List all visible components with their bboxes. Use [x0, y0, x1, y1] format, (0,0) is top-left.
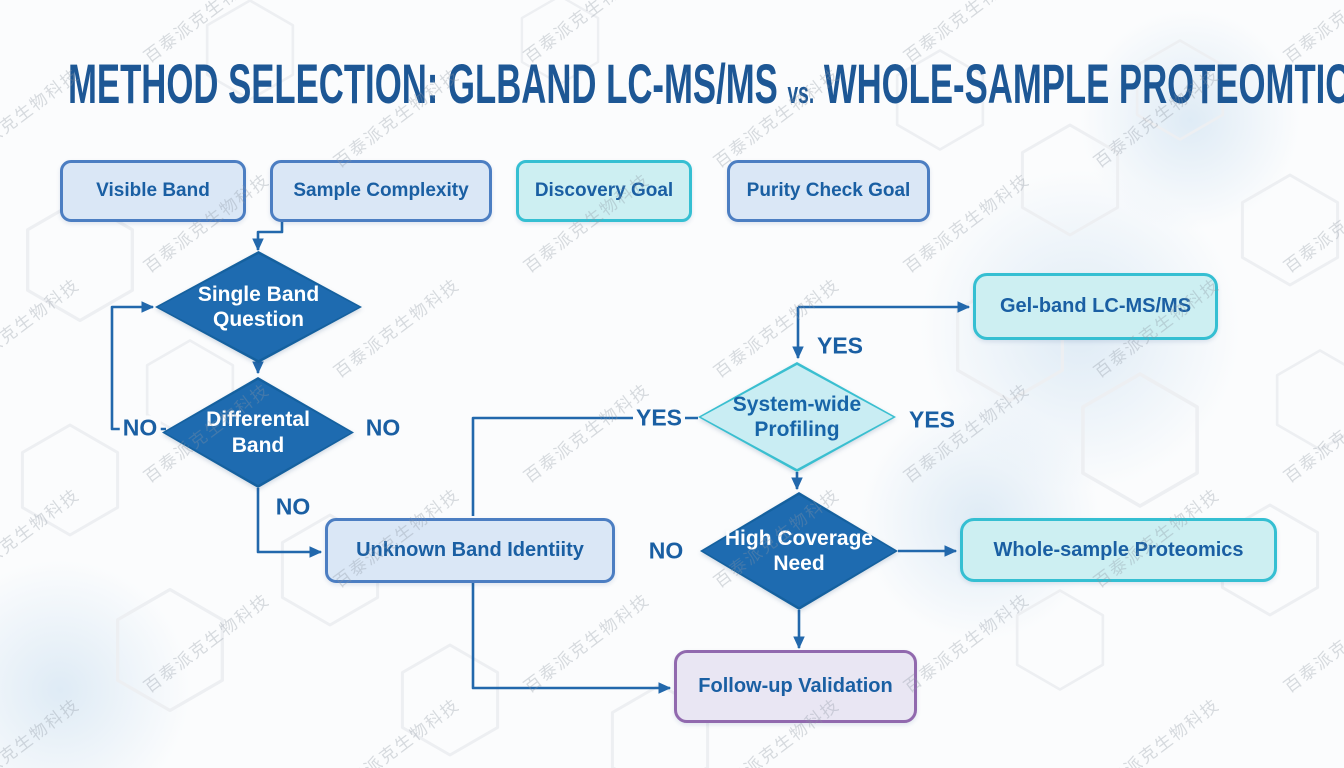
node-gel-band-label: Gel-band LC-MS/MS — [999, 295, 1192, 317]
page-title: METHOD SELECTION: GLBAND LC-MS/MS vs. WH… — [68, 56, 1344, 121]
edge-label-no-right-of-differential: NO — [365, 414, 401, 441]
node-followup-label: Follow-up Validation — [698, 675, 893, 697]
node-whole-sample-proteomics: Whole-sample Proteomics — [960, 518, 1277, 582]
node-discovery-goal: Discovery Goal — [516, 160, 692, 222]
label-line1: Differental — [206, 408, 310, 432]
title-vs: vs. — [787, 75, 815, 110]
node-purity-check-goal: Purity Check Goal — [727, 160, 930, 222]
node-unknown-band-label: Unknown Band Identiity — [356, 539, 584, 561]
label-line1: High Coverage — [724, 526, 874, 550]
edge-label-no-below-differential: NO — [275, 493, 311, 520]
watermark-text: 百泰派克生物科技 — [520, 380, 654, 488]
diamond-single-band-label: Single Band Question — [155, 251, 362, 363]
node-followup-validation: Follow-up Validation — [674, 650, 917, 723]
edge-label-no-left-of-high-coverage: NO — [648, 537, 684, 564]
node-purity-check-goal-label: Purity Check Goal — [746, 180, 911, 201]
edge-unknown-to-followup — [471, 583, 672, 694]
watermark-text: 百泰派克生物科技 — [520, 590, 654, 698]
watermark-text: 百泰派克生物科技 — [0, 695, 84, 768]
label-line2: Need — [773, 552, 825, 575]
watermark-text: 百泰派克生物科技 — [140, 590, 274, 698]
node-whole-sample-label: Whole-sample Proteomics — [993, 538, 1244, 561]
watermark-text: 百泰派克生物科技 — [900, 590, 1034, 698]
node-discovery-goal-label: Discovery Goal — [534, 180, 674, 201]
label-line1: System-wide — [732, 392, 862, 416]
title-part1: METHOD SELECTION: GLBAND LC-MS/MS — [68, 52, 778, 115]
label-line2: Band — [231, 433, 285, 457]
node-sample-complexity: Sample Complexity — [270, 160, 492, 222]
node-visible-band-label: Visible Band — [96, 180, 210, 201]
node-gel-band-lcmsms: Gel-band LC-MS/MS — [973, 273, 1218, 340]
watermark-text: 百泰派克生物科技 — [1280, 590, 1344, 698]
diamond-high-coverage-need: High Coverage Need — [700, 492, 898, 610]
diamond-high-coverage-label: High Coverage Need — [700, 492, 898, 610]
label-line2: Profiling — [754, 418, 840, 441]
edge-label-no-loop: NO — [119, 415, 161, 441]
watermark-text: 百泰派克生物科技 — [0, 485, 84, 593]
watermark-text: 百泰派克生物科技 — [0, 275, 84, 383]
edge-yes-to-unknown — [471, 416, 698, 516]
watermark-text: 百泰派克生物科技 — [1280, 380, 1344, 488]
label-line2: Question — [212, 308, 304, 331]
node-sample-complexity-label: Sample Complexity — [293, 180, 469, 201]
title-part2: WHOLE-SAMPLE PROTEOMTICS — [823, 52, 1344, 115]
watermark-text: 百泰派克生物科技 — [1090, 695, 1224, 768]
edge-label-yes-to-gel-band: YES — [816, 332, 864, 359]
diamond-differential-label: Differental Band — [162, 377, 354, 488]
edge-label-yes-left-of-system-wide: YES — [632, 405, 686, 431]
label-line1: Single Band — [197, 282, 320, 306]
diamond-system-wide-label: System-wide Profiling — [698, 362, 896, 472]
watermark-text: 百泰派克生物科技 — [330, 695, 464, 768]
diamond-differential-band: Differental Band — [162, 377, 354, 488]
node-visible-band: Visible Band — [60, 160, 246, 222]
diamond-system-wide-profiling: System-wide Profiling — [698, 362, 896, 472]
node-unknown-band-identity: Unknown Band Identiity — [325, 518, 615, 583]
edge-complexity-to-single-band — [252, 222, 284, 252]
watermark-text: 百泰派克生物科技 — [1280, 170, 1344, 278]
diamond-single-band-question: Single Band Question — [155, 251, 362, 363]
edge-label-yes-right-of-system-wide: YES — [908, 406, 956, 433]
